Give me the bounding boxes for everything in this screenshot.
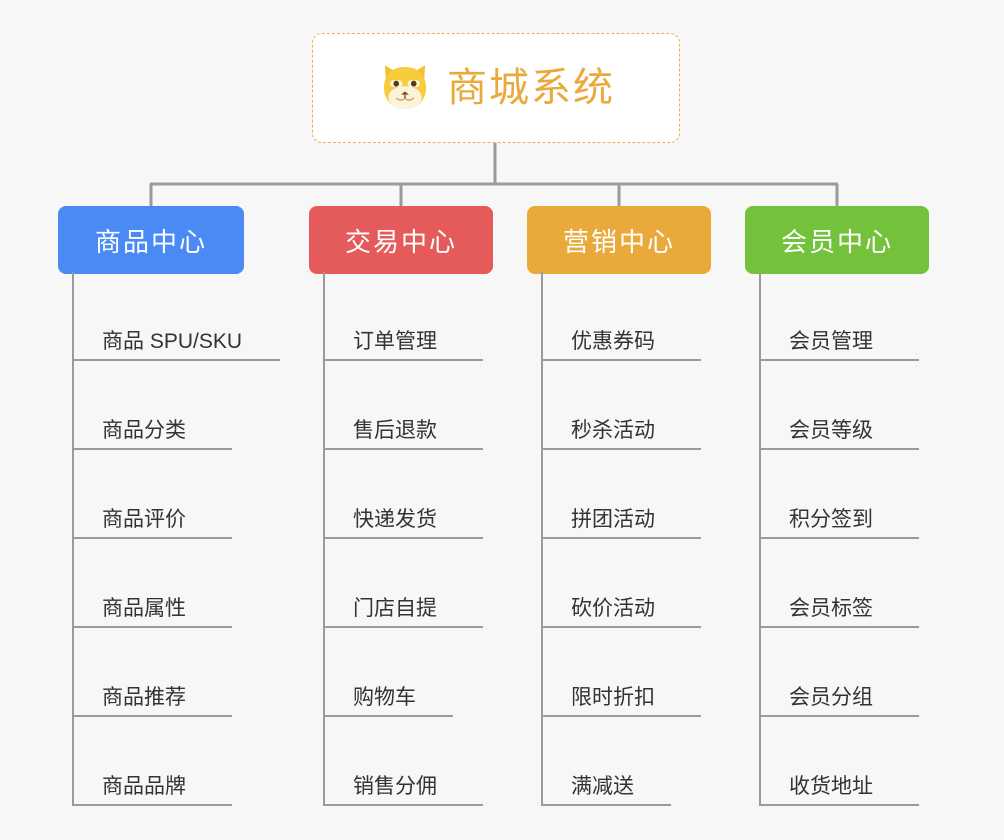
branch-rail-3: [759, 272, 761, 806]
leaf-item-underline: [541, 626, 701, 628]
leaf-item-underline: [72, 626, 232, 628]
branch-label-3: 会员中心: [780, 226, 893, 257]
branch-box-3[interactable]: 会员中心: [745, 206, 929, 274]
leaf-item-label: 收货地址: [789, 774, 873, 798]
leaf-item-underline: [323, 715, 453, 717]
leaf-item[interactable]: 会员管理: [759, 272, 924, 361]
leaf-item-underline: [72, 715, 232, 717]
leaf-item[interactable]: 商品评价: [72, 450, 282, 539]
leaf-item-label: 商品分类: [102, 418, 186, 442]
branch-label-0: 商品中心: [94, 226, 207, 257]
branch-label-2: 营销中心: [562, 226, 675, 257]
branch-rail-0: [72, 272, 74, 806]
leaf-item[interactable]: 砍价活动: [541, 539, 706, 628]
leaf-item-label: 满减送: [571, 774, 634, 798]
leaf-item-label: 优惠券码: [571, 329, 655, 353]
leaf-item-underline: [759, 804, 919, 806]
leaf-item-underline: [323, 359, 483, 361]
shiba-dog-face-icon: [384, 65, 426, 109]
leaf-item-underline: [323, 537, 483, 539]
root-node[interactable]: 商城系统: [312, 33, 680, 143]
leaf-item-underline: [323, 804, 483, 806]
leaf-item[interactable]: 商品 SPU/SKU: [72, 272, 282, 361]
leaf-item-label: 会员等级: [789, 418, 873, 442]
branch-items-0: 商品 SPU/SKU 商品分类商品评价商品属性商品推荐商品品牌: [72, 272, 282, 806]
leaf-item-underline: [541, 804, 671, 806]
leaf-item-label: 快递发货: [353, 507, 437, 531]
leaf-item-underline: [759, 448, 919, 450]
leaf-item[interactable]: 商品属性: [72, 539, 282, 628]
leaf-item[interactable]: 商品品牌: [72, 717, 282, 806]
leaf-item-label: 拼团活动: [571, 507, 655, 531]
leaf-item-underline: [72, 804, 232, 806]
leaf-item[interactable]: 商品推荐: [72, 628, 282, 717]
leaf-item-underline: [323, 626, 483, 628]
leaf-item-label: 订单管理: [353, 329, 437, 353]
leaf-item-underline: [72, 448, 232, 450]
leaf-item-underline: [323, 448, 483, 450]
leaf-item-underline: [759, 537, 919, 539]
leaf-item[interactable]: 满减送: [541, 717, 706, 806]
leaf-item-label: 商品属性: [102, 596, 186, 620]
leaf-item[interactable]: 商品分类: [72, 361, 282, 450]
branch-items-1: 订单管理售后退款快递发货门店自提购物车销售分佣: [323, 272, 488, 806]
branch-rail-1: [323, 272, 325, 806]
leaf-item[interactable]: 订单管理: [323, 272, 488, 361]
leaf-item-label: 砍价活动: [571, 596, 655, 620]
leaf-item-label: 会员管理: [789, 329, 873, 353]
leaf-item-underline: [72, 537, 232, 539]
leaf-item-label: 商品评价: [102, 507, 186, 531]
leaf-item-label: 秒杀活动: [571, 418, 655, 442]
leaf-item[interactable]: 限时折扣: [541, 628, 706, 717]
branch-items-2: 优惠券码秒杀活动拼团活动砍价活动限时折扣满减送: [541, 272, 706, 806]
leaf-item-label: 购物车: [353, 685, 416, 709]
leaf-item[interactable]: 优惠券码: [541, 272, 706, 361]
leaf-item-underline: [541, 359, 701, 361]
leaf-item[interactable]: 积分签到: [759, 450, 924, 539]
branch-box-1[interactable]: 交易中心: [309, 206, 493, 274]
leaf-item-label: 销售分佣: [353, 774, 437, 798]
leaf-item-label: 会员标签: [789, 596, 873, 620]
leaf-item-label: 商品推荐: [102, 685, 186, 709]
branch-rail-2: [541, 272, 543, 806]
leaf-item-label: 商品 SPU/SKU: [102, 329, 243, 353]
leaf-item-underline: [759, 359, 919, 361]
leaf-item[interactable]: 收货地址: [759, 717, 924, 806]
leaf-item-underline: [541, 448, 701, 450]
leaf-item[interactable]: 售后退款: [323, 361, 488, 450]
leaf-item-underline: [541, 537, 701, 539]
branch-label-1: 交易中心: [344, 226, 457, 257]
leaf-item-label: 限时折扣: [571, 685, 655, 709]
root-title: 商城系统: [447, 66, 615, 110]
leaf-item-underline: [541, 715, 701, 717]
leaf-item[interactable]: 会员等级: [759, 361, 924, 450]
leaf-item-label: 积分签到: [789, 507, 873, 531]
leaf-item[interactable]: 快递发货: [323, 450, 488, 539]
leaf-item-label: 售后退款: [353, 418, 437, 442]
branch-box-0[interactable]: 商品中心: [58, 206, 244, 274]
leaf-item-underline: [759, 626, 919, 628]
branch-items-3: 会员管理会员等级积分签到会员标签会员分组收货地址: [759, 272, 924, 806]
leaf-item-label: 会员分组: [789, 685, 873, 709]
leaf-item[interactable]: 会员分组: [759, 628, 924, 717]
leaf-item[interactable]: 门店自提: [323, 539, 488, 628]
leaf-item[interactable]: 购物车: [323, 628, 488, 717]
leaf-item[interactable]: 销售分佣: [323, 717, 488, 806]
leaf-item[interactable]: 会员标签: [759, 539, 924, 628]
leaf-item[interactable]: 秒杀活动: [541, 361, 706, 450]
leaf-item[interactable]: 拼团活动: [541, 450, 706, 539]
leaf-item-label: 商品品牌: [102, 774, 186, 798]
leaf-item-underline: [759, 715, 919, 717]
branch-box-2[interactable]: 营销中心: [527, 206, 711, 274]
leaf-item-underline: [72, 359, 280, 361]
leaf-item-label: 门店自提: [353, 596, 437, 620]
